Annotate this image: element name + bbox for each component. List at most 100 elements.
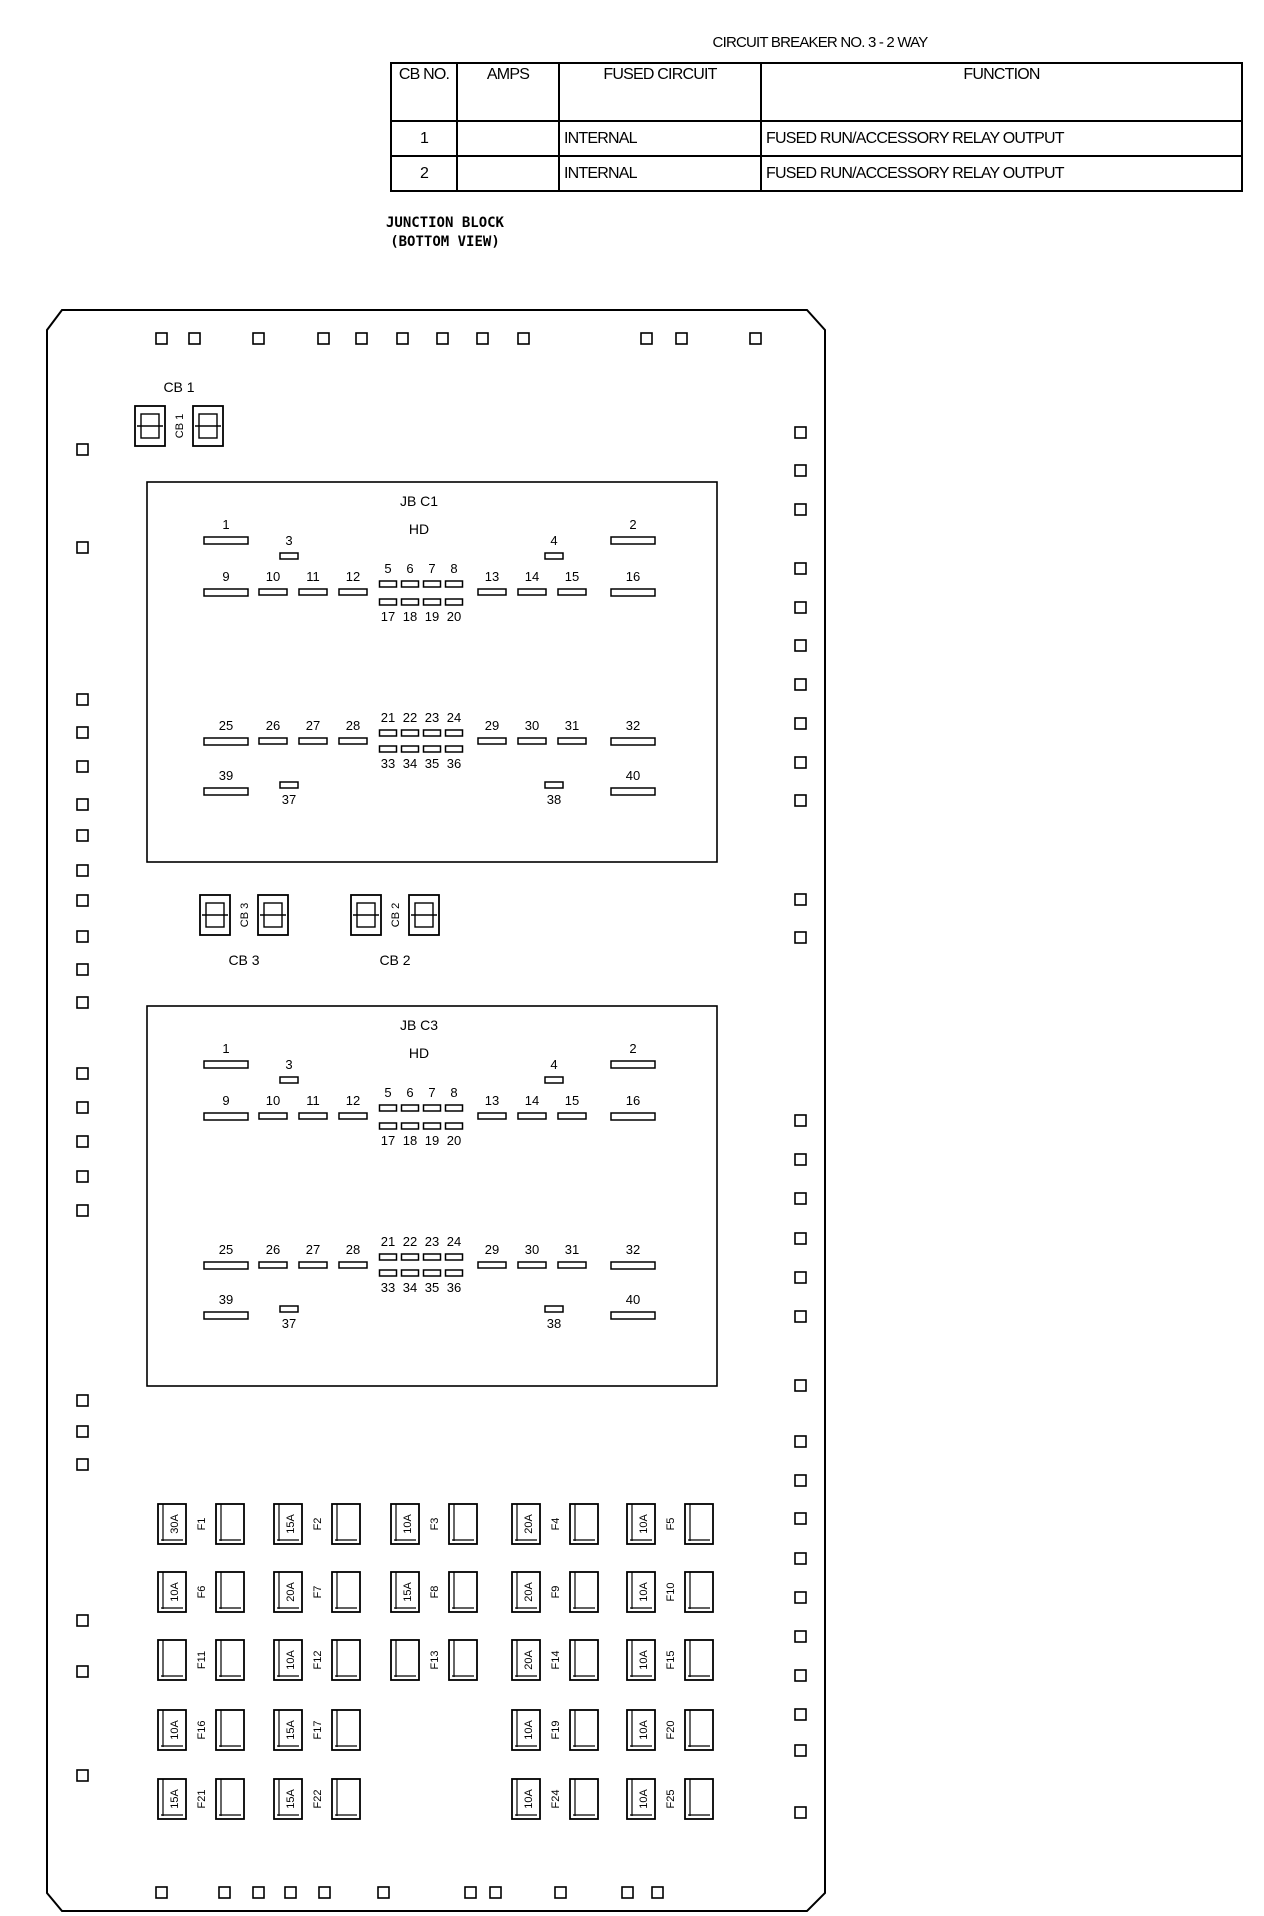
connector-pin — [610, 536, 656, 545]
pin-label: 16 — [626, 1093, 640, 1108]
connector-pin — [422, 1253, 442, 1261]
pin-label: 27 — [306, 718, 320, 733]
fuse-terminal — [331, 1709, 361, 1751]
connector-pin — [400, 729, 420, 737]
header-fused-circuit: FUSED CIRCUIT — [558, 62, 762, 122]
cell-cb-no: 2 — [390, 155, 458, 192]
fuse-terminal — [331, 1778, 361, 1820]
pin-label: 12 — [346, 569, 360, 584]
fuse-terminal — [273, 1778, 303, 1820]
connector-pin — [422, 598, 442, 606]
pin-label: 14 — [525, 569, 539, 584]
pin-label: 9 — [222, 1093, 229, 1108]
fuse-rating: 10A — [285, 1650, 297, 1670]
pin-label: 24 — [447, 1234, 461, 1249]
connector-outline — [146, 481, 718, 863]
connector-pin — [517, 588, 547, 596]
mounting-hole — [76, 726, 89, 739]
heading-line-2: (BOTTOM VIEW) — [390, 234, 500, 250]
fuse-terminal — [215, 1709, 245, 1751]
mounting-hole — [554, 1886, 567, 1899]
connector-pin — [400, 1104, 420, 1112]
fuse-name: F5 — [665, 1518, 677, 1531]
pin-label: 24 — [447, 710, 461, 725]
pin-label: 39 — [219, 1292, 233, 1307]
connector-pin — [610, 588, 656, 597]
fuse-name: F22 — [312, 1790, 324, 1809]
breaker-terminal — [408, 894, 440, 936]
connector-pin — [279, 1305, 299, 1313]
pin-label: 3 — [285, 533, 292, 548]
mounting-hole — [794, 1552, 807, 1565]
pin-label: 11 — [306, 1093, 320, 1108]
mounting-hole — [794, 1474, 807, 1487]
connector-pin — [338, 588, 368, 596]
fuse-name: F17 — [312, 1721, 324, 1740]
connector-pin — [338, 1261, 368, 1269]
mounting-hole — [76, 996, 89, 1009]
mounting-hole — [76, 1614, 89, 1627]
mounting-hole — [76, 1394, 89, 1407]
connector-pin — [203, 737, 249, 746]
pin-label: 8 — [450, 1085, 457, 1100]
breaker-terminal — [134, 405, 166, 447]
connector-pin — [338, 1112, 368, 1120]
connector-pin — [203, 1311, 249, 1320]
connector-pin — [544, 1305, 564, 1313]
mounting-hole — [794, 1744, 807, 1757]
pin-label: 15 — [565, 569, 579, 584]
connector-pin — [203, 536, 249, 545]
fuse-f13: F13 — [390, 1639, 478, 1681]
breaker-table-title: CIRCUIT BREAKER NO. 3 - 2 WAY — [712, 34, 929, 51]
fuse-rating: 10A — [523, 1720, 535, 1740]
mounting-hole — [252, 1886, 265, 1899]
fuse-name: F12 — [312, 1651, 324, 1670]
mounting-hole — [749, 332, 762, 345]
pin-label: 31 — [565, 718, 579, 733]
pin-label: 34 — [403, 756, 417, 771]
connector-pin — [203, 1060, 249, 1069]
pin-label: 5 — [384, 561, 391, 576]
mounting-hole — [675, 332, 688, 345]
connector-pin — [203, 1261, 249, 1270]
fuse-name: F25 — [665, 1790, 677, 1809]
fuse-terminal — [684, 1639, 714, 1681]
fuse-terminal — [511, 1709, 541, 1751]
fuse-terminal — [684, 1571, 714, 1613]
pin-label: 19 — [425, 609, 439, 624]
table-header-row: CB NO. AMPS FUSED CIRCUIT FUNCTION — [390, 62, 1243, 122]
connector-pin — [610, 737, 656, 746]
fuse-rating: 15A — [285, 1514, 297, 1534]
pin-label: 34 — [403, 1280, 417, 1295]
fuse-rating: 10A — [169, 1582, 181, 1602]
cell-function: FUSED RUN/ACCESSORY RELAY OUTPUT — [760, 155, 1243, 192]
mounting-hole — [794, 1630, 807, 1643]
fuse-name: F1 — [196, 1518, 208, 1531]
fuse-terminal — [569, 1778, 599, 1820]
cell-cb-no: 1 — [390, 120, 458, 157]
pin-label: 21 — [381, 1234, 395, 1249]
mounting-hole — [794, 1669, 807, 1682]
mounting-hole — [794, 931, 807, 944]
fuse-terminal — [511, 1571, 541, 1613]
connector-pin — [203, 1112, 249, 1121]
breaker-terminal — [350, 894, 382, 936]
fuse-name: F15 — [665, 1651, 677, 1670]
fuse-terminal — [157, 1778, 187, 1820]
fuse-name: F14 — [550, 1651, 562, 1670]
fuse-name: F20 — [665, 1721, 677, 1740]
circuit-breaker-cb1: CB 1CB 1 — [134, 379, 224, 447]
pin-label: 25 — [219, 1242, 233, 1257]
pin-label: 21 — [381, 710, 395, 725]
mounting-hole — [794, 1512, 807, 1525]
connector-pin — [422, 1122, 442, 1130]
fuse-terminal — [626, 1778, 656, 1820]
fuse-terminal — [569, 1709, 599, 1751]
connector-pin — [422, 580, 442, 588]
connector-pin — [298, 737, 328, 745]
mounting-hole — [794, 794, 807, 807]
